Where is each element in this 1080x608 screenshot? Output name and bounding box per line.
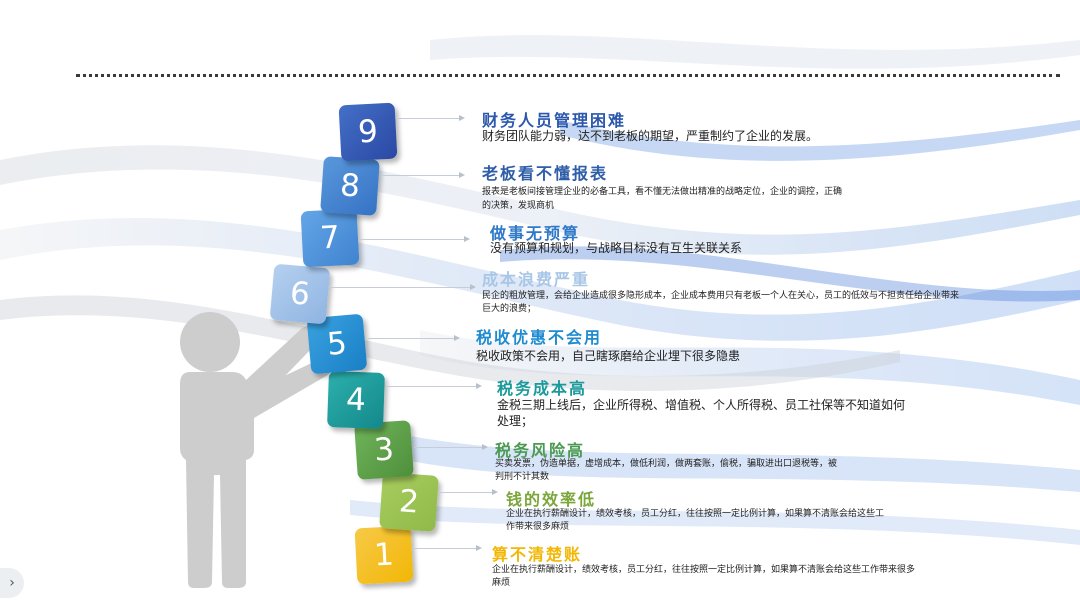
- step-block-9: 9: [338, 102, 398, 162]
- step-title-6: 成本浪费严重: [482, 270, 591, 289]
- step-title-8: 老板看不懂报表: [482, 164, 609, 183]
- step-desc-9: 财务团队能力弱，达不到老板的期望，严重制约了企业的发展。: [482, 129, 819, 143]
- step-desc-6: 民企的粗放管理，会给企业造成很多隐形成本，企业成本费用只有老板一个人在关心，员工…: [482, 291, 960, 314]
- step-title-1: 算不清楚账: [492, 545, 583, 564]
- step-desc-8: 报表是老板间接管理企业的必备工具，看不懂无法做出精准的战略定位，企业的调控，正确…: [482, 187, 843, 211]
- step-title-5: 税收优惠不会用: [476, 328, 603, 347]
- step-block-8: 8: [320, 156, 380, 216]
- connector-arrow-9: [397, 115, 465, 121]
- chevron-right-icon: ›: [9, 575, 15, 591]
- top-dotted-divider: [76, 74, 1060, 77]
- connector-arrow-3: [414, 444, 488, 450]
- step-title-7: 做事无预算: [490, 224, 581, 243]
- next-slide-button[interactable]: ›: [0, 568, 24, 598]
- step-desc-5: 税收政策不会用，自己瞎琢磨给企业埋下很多隐患: [476, 349, 741, 363]
- step-title-9: 财务人员管理困难: [482, 111, 627, 130]
- connector-arrow-2: [440, 489, 498, 495]
- step-desc-3: 买卖发票，伪造单据，虚增成本，做低利润，做两套账，偷税，骗取进出口退税等，被判刑…: [495, 459, 838, 482]
- connector-arrow-6: [330, 284, 476, 290]
- connector-arrow-8: [381, 172, 465, 178]
- connector-arrow-4: [386, 383, 482, 389]
- step-block-7: 7: [300, 208, 360, 268]
- step-block-2: 2: [379, 472, 439, 532]
- step-title-4: 税务成本高: [497, 379, 588, 398]
- step-block-4: 4: [327, 371, 385, 429]
- step-desc-7: 没有预算和规划，与战略目标没有互生关联关系: [490, 241, 743, 255]
- step-desc-4: 金税三期上线后，企业所得税、增值税、个人所得税、员工社保等不知道如何处理；: [497, 398, 906, 428]
- step-desc-1: 企业在执行薪酬设计，绩效考核，员工分红，往往按照一定比例计算，如果算不清账会给这…: [492, 565, 916, 588]
- step-title-2: 钱的效率低: [506, 490, 597, 509]
- step-desc-2: 企业在执行薪酬设计，绩效考核，员工分红，往往按照一定比例计算，如果算不清账会给这…: [506, 509, 885, 532]
- person-pushing-blocks-silhouette: [180, 312, 333, 588]
- connector-arrow-5: [368, 335, 460, 341]
- step-block-3: 3: [354, 420, 414, 480]
- step-title-3: 税务风险高: [495, 441, 586, 460]
- step-block-1: 1: [354, 525, 414, 585]
- step-block-6: 6: [269, 263, 331, 325]
- connector-arrow-1: [414, 545, 482, 551]
- connector-arrow-7: [360, 236, 470, 242]
